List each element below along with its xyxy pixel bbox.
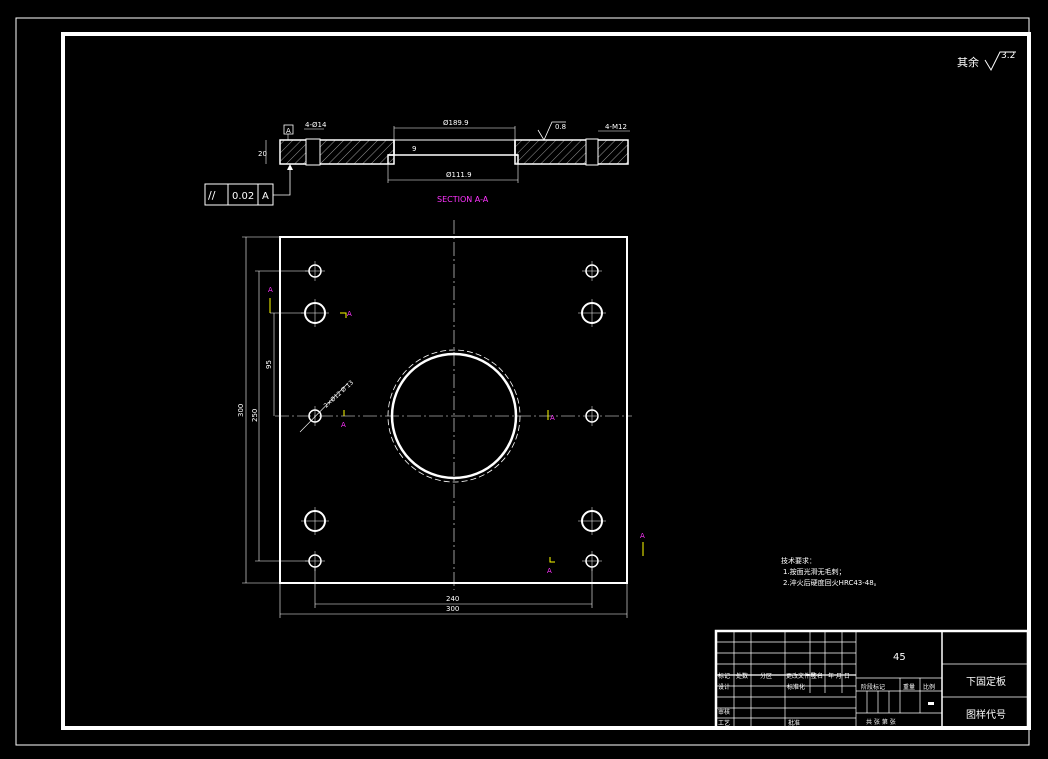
roughness-icon (984, 51, 1016, 72)
dim-top-diameter: Ø189.9 (443, 119, 469, 127)
tolerance-symbol: // (208, 189, 216, 202)
cut-label-mr: A (550, 414, 555, 422)
tb-weight: 重量 (903, 683, 915, 691)
datum-box (283, 124, 294, 135)
plate-outline (279, 236, 628, 584)
tb-zone: 分区 (760, 672, 772, 680)
tolerance-frame (204, 183, 274, 206)
technical-notes: 技术要求： 1.按面光滑无毛刺； 2.淬火后硬度回火HRC43-48。 (781, 556, 881, 587)
outer-border (15, 17, 1030, 746)
tb-part-name: 下固定板 (966, 675, 1006, 688)
roughness-note: 其余 3.2 (957, 51, 1016, 72)
section-left-body (279, 139, 395, 165)
cut-label-b: A (547, 567, 552, 575)
tb-craft: 工艺 (718, 719, 730, 727)
section-hole-left (305, 138, 321, 166)
dim-inner-height: 250 (251, 409, 259, 422)
notes-line-2: 2.淬火后硬度回火HRC43-48。 (783, 578, 881, 587)
tb-design: 设计 (718, 683, 730, 691)
tb-mark: 标记 (718, 672, 730, 680)
dim-overall-width: 300 (446, 605, 459, 613)
tb-sign: 签名 (811, 672, 823, 680)
tb-material: 45 (893, 652, 906, 663)
tb-change-doc: 更改文件号 (786, 672, 816, 680)
notes-line-1: 1.按面光滑无毛刺； (783, 567, 846, 576)
roughness-value: 3.2 (1001, 51, 1015, 61)
dim-bottom-diameter: Ø111.9 (446, 171, 472, 179)
tb-stage: 阶段标记 (861, 683, 885, 691)
cut-label-t: A (347, 310, 352, 318)
dim-depth: 9 (412, 145, 416, 153)
center-bore (390, 352, 518, 480)
inner-border (61, 32, 1031, 730)
surface-icon (537, 121, 566, 141)
hole-right-note: 4-M12 (605, 123, 627, 131)
tb-count: 处数 (736, 672, 748, 680)
section-view: 20 A 4-Ø14 4-M12 Ø189.9 9 Ø111.9 0.8 // … (204, 119, 630, 206)
cut-label-r: A (640, 532, 645, 540)
tb-review: 审核 (718, 708, 730, 716)
hole-leader-note: 2×Ø12 Ø 13 (323, 379, 356, 409)
dim-half-height: 95 (265, 360, 273, 369)
roughness-label: 其余 (957, 55, 979, 69)
cut-label-ml: A (341, 421, 346, 429)
dim-thickness: 20 (258, 150, 267, 158)
section-right-body (514, 139, 629, 165)
tb-scale: 比例 (923, 683, 935, 691)
tb-drawing-no: 图样代号 (966, 708, 1006, 721)
hole-left-note: 4-Ø14 (305, 121, 327, 129)
center-bore-outer (387, 349, 521, 483)
surface-value: 0.8 (555, 123, 566, 131)
datum-label: A (286, 127, 291, 135)
cut-label-tl: A (268, 286, 273, 294)
title-block: 标记 处数 分区 更改文件号 签名 年 月 日 设计 标准化 审核 工艺 批准 … (714, 629, 1030, 730)
section-title: SECTION A-A (437, 195, 489, 204)
section-hole-right (585, 138, 599, 166)
plan-view: 2×Ø12 Ø 13 A A A A A A 300 (237, 220, 645, 618)
scale-mark (928, 702, 934, 705)
tb-standard: 标准化 (787, 683, 805, 691)
notes-heading: 技术要求： (781, 556, 816, 565)
dim-overall-height: 300 (237, 404, 245, 417)
tb-approve: 批准 (788, 719, 800, 727)
tb-sheets: 共 张 第 张 (866, 718, 896, 726)
tolerance-arrow (287, 164, 293, 170)
tolerance-datum: A (262, 191, 269, 202)
cut-markers: A A A A A A (268, 286, 645, 575)
dim-inner-width: 240 (446, 595, 459, 603)
tb-date: 年 月 日 (828, 672, 850, 680)
tolerance-value: 0.02 (232, 191, 254, 202)
